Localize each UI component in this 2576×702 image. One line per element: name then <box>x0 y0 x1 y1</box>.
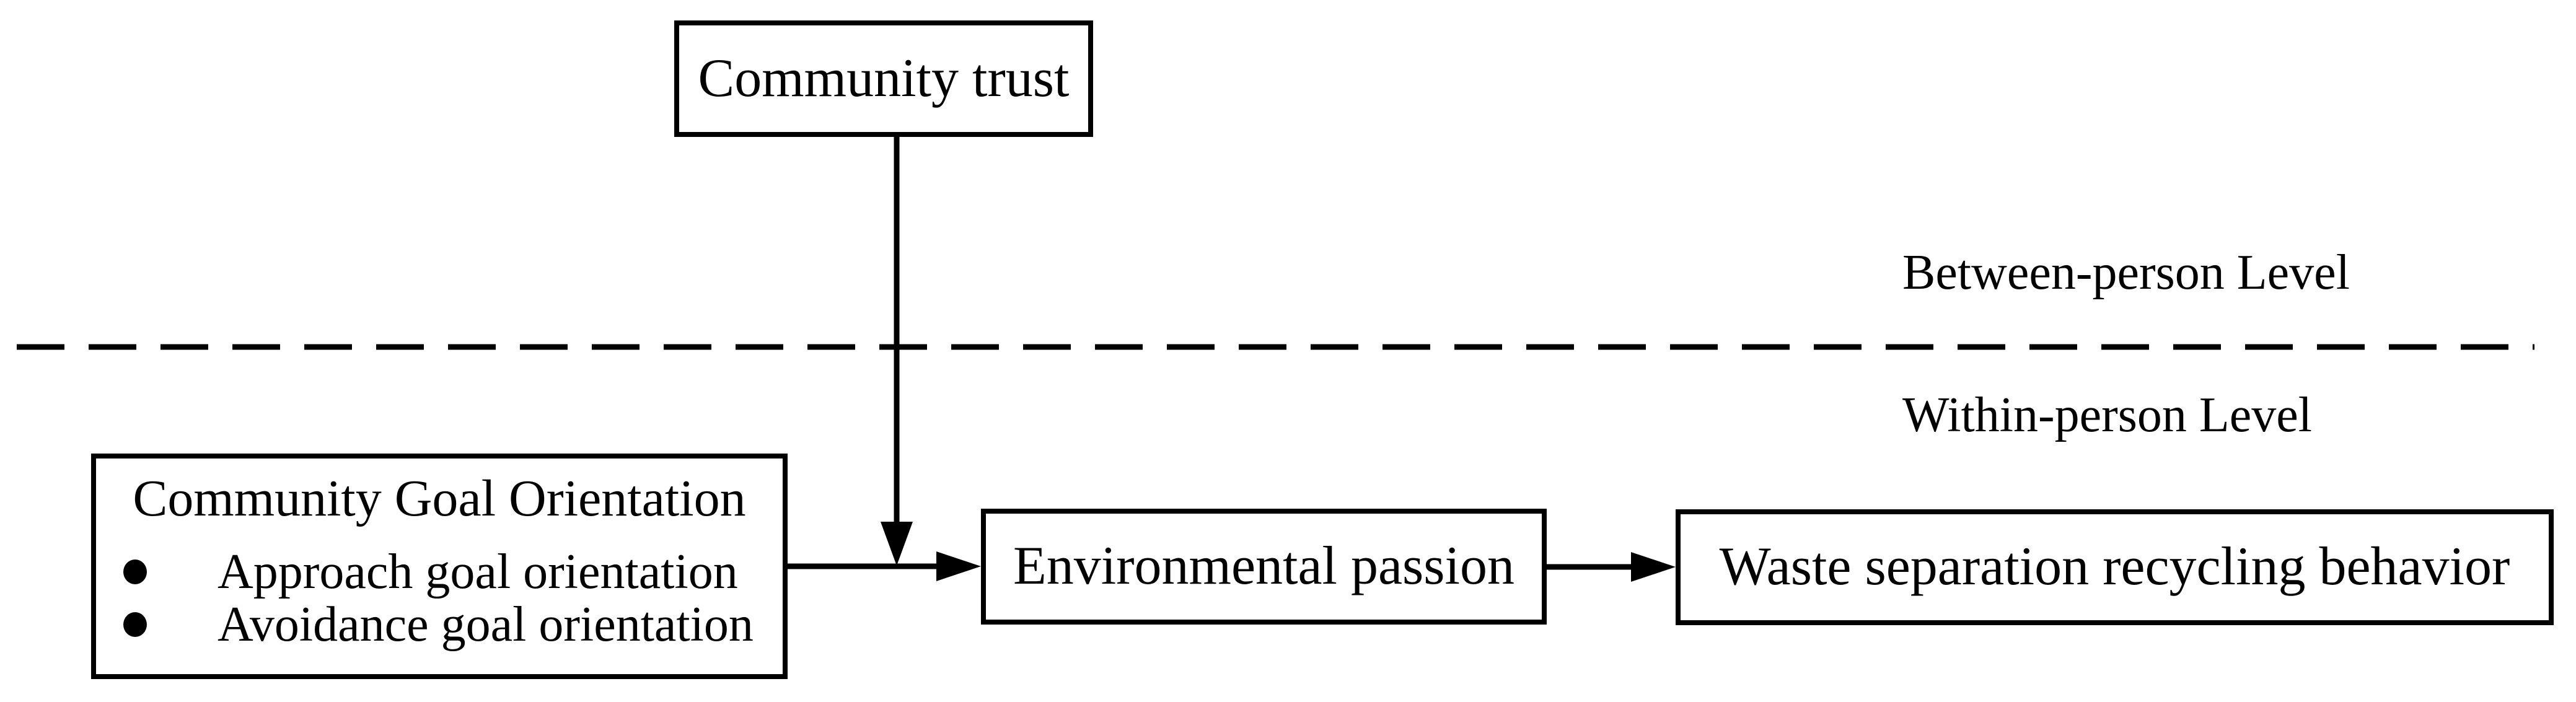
node-community-trust: Community trust <box>674 20 1093 137</box>
avoidance-goal-orientation-label: Avoidance goal orientation <box>218 597 754 652</box>
bullet-icon <box>123 612 147 637</box>
between-person-level-label: Between-person Level <box>1902 245 2350 300</box>
bullet-icon <box>123 559 147 584</box>
within-person-level-label: Within-person Level <box>1902 388 2313 442</box>
environmental-passion-label: Environmental passion <box>1013 536 1514 597</box>
goal-bullet-item-approach: Approach goal orientation <box>105 545 774 598</box>
community-goal-orientation-title: Community Goal Orientation <box>133 470 746 527</box>
node-waste-recycling-behavior: Waste separation recycling behavior <box>1676 509 2554 625</box>
moderation-arrowhead-icon <box>881 522 913 566</box>
goal-to-passion-arrowhead-icon <box>936 551 981 581</box>
community-trust-label: Community trust <box>698 48 1070 108</box>
waste-recycling-behavior-label: Waste separation recycling behavior <box>1719 537 2510 597</box>
approach-goal-orientation-label: Approach goal orientation <box>218 544 738 599</box>
passion-to-behavior-arrowhead-icon <box>1631 552 1676 582</box>
node-environmental-passion: Environmental passion <box>981 509 1547 625</box>
node-community-goal-orientation: Community Goal Orientation Approach goal… <box>91 454 788 679</box>
goal-bullet-item-avoidance: Avoidance goal orientation <box>105 598 774 651</box>
